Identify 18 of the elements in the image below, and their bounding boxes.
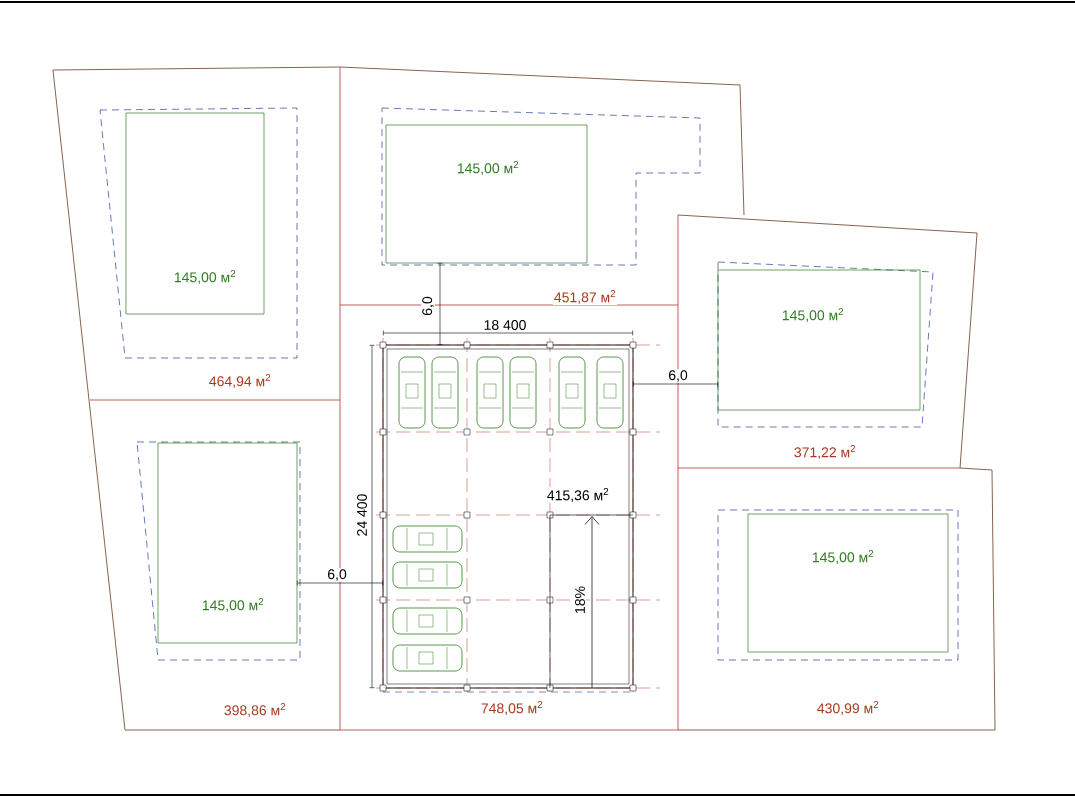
dimension-label: 18% (574, 585, 586, 615)
area-label: 748,05 м$^{2}$ (479, 700, 545, 716)
house-footprint: 145,00 м$^{2}$ (125, 112, 265, 315)
house-footprint: 145,00 м$^{2}$ (385, 124, 588, 264)
house-footprint: 145,00 м$^{2}$ (717, 269, 921, 411)
house-footprint: 145,00 м$^{2}$ (157, 442, 298, 644)
dimension-label: 24 400 (356, 492, 368, 538)
area-label: 451,87 м$^{2}$ (552, 289, 618, 305)
dimension-label: 415,36 м$^{2}$ (545, 487, 611, 503)
dimension-label: 18 400 (482, 319, 528, 331)
dimension-label: 6,0 (421, 295, 435, 317)
area-label: 398,86 м$^{2}$ (222, 702, 288, 718)
area-label: 371,22 м$^{2}$ (792, 444, 858, 460)
dimension-label: 6,0 (326, 568, 348, 582)
area-label: 430,99 м$^{2}$ (815, 700, 881, 716)
area-label: 464,94 м$^{2}$ (207, 373, 273, 389)
house-footprint: 145,00 м$^{2}$ (747, 513, 949, 653)
dimension-label: 6,0 (667, 369, 689, 383)
